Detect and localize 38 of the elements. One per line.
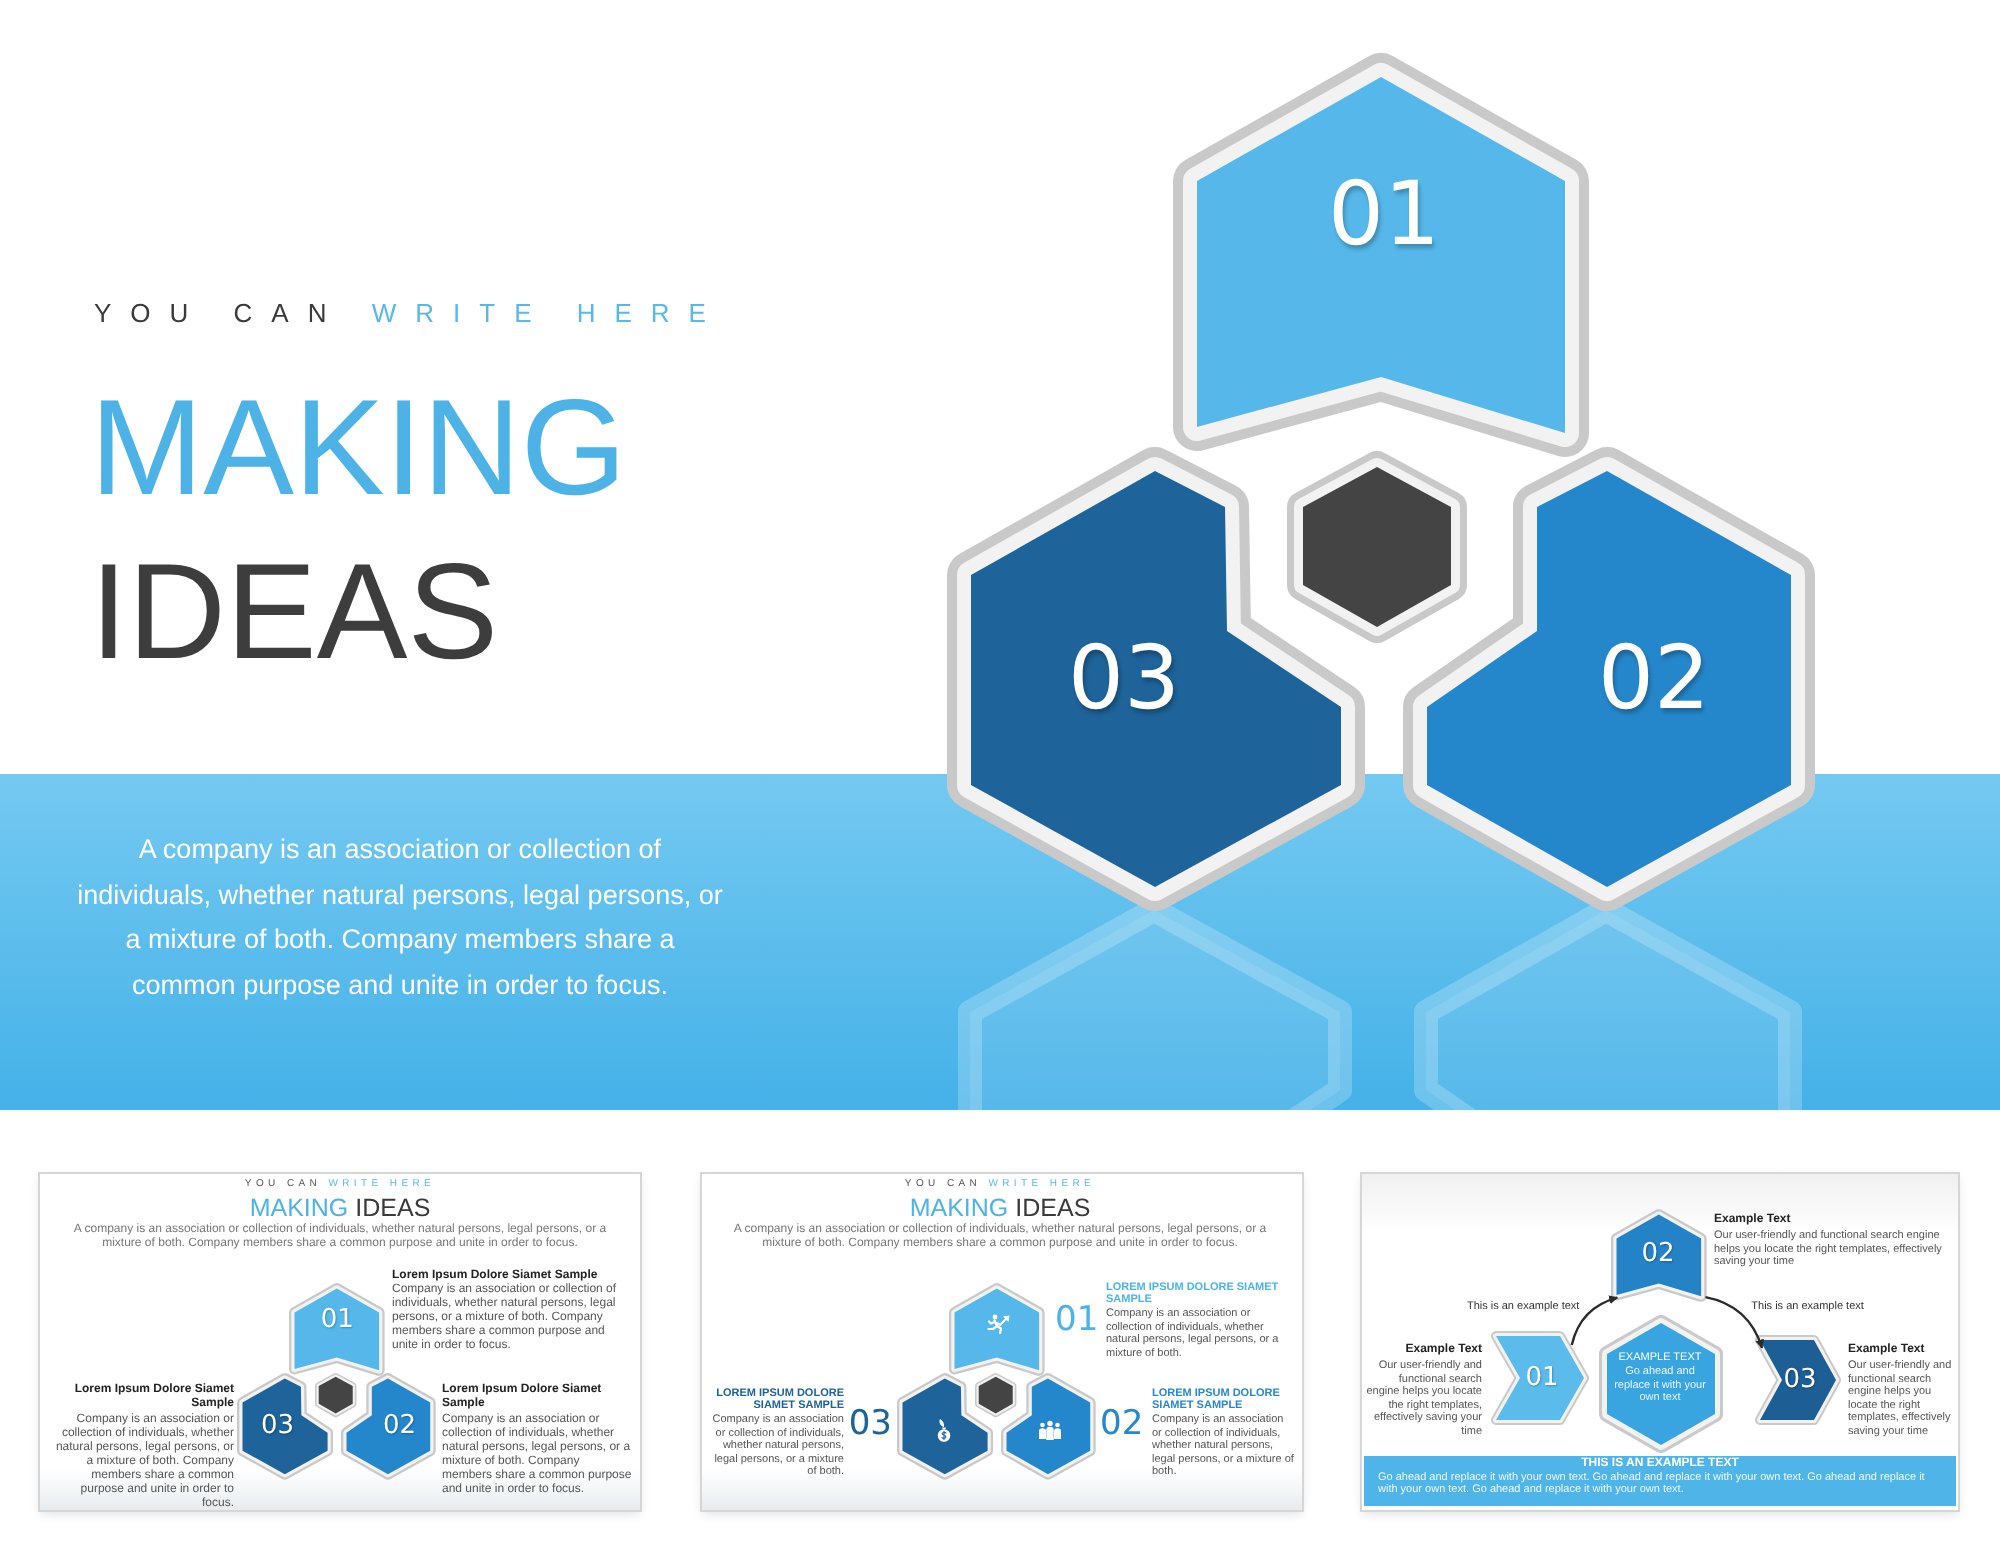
step-number: 01 <box>320 1307 354 1334</box>
step-number: 01 <box>1328 172 1440 260</box>
slide-title: MAKING IDEAS <box>909 1193 1091 1221</box>
info-band <box>1364 1456 1956 1506</box>
hexagon-tile <box>1401 445 1815 911</box>
hexagon-tile <box>1597 1313 1723 1453</box>
hexagon-tile <box>340 1372 438 1481</box>
center-hexagon <box>1285 449 1467 643</box>
chevron-tile <box>1490 1330 1590 1426</box>
curved-arrow <box>1705 1296 1764 1349</box>
step-number: 03 <box>261 1413 295 1440</box>
slide-title: MAKING IDEAS <box>249 1193 431 1221</box>
step-number: 02 <box>1598 636 1710 724</box>
step-number: 03 <box>848 1408 892 1442</box>
chevron-tile <box>1754 1334 1842 1426</box>
slide-title: MAKING IDEAS <box>90 369 627 691</box>
tagline: YOU CAN WRITE HERE <box>94 300 725 330</box>
slide-thumbnail <box>40 1174 640 1510</box>
info-band <box>0 774 2000 1110</box>
center-hexagon <box>973 1372 1018 1420</box>
step-number: 03 <box>1783 1367 1817 1393</box>
step-number: 02 <box>1641 1241 1675 1267</box>
hexagon-tile <box>1000 1372 1098 1481</box>
step-number: 01 <box>1525 1365 1559 1391</box>
step-number: 02 <box>1100 1408 1144 1442</box>
slide-thumbnail <box>702 1174 1302 1510</box>
slide-thumbnail <box>1362 1174 1958 1510</box>
hexagon-tile <box>895 1372 994 1481</box>
step-number: 03 <box>1068 636 1180 724</box>
step-number: 01 <box>1055 1304 1099 1338</box>
center-hexagon <box>313 1372 358 1420</box>
hexagon-tile <box>1171 51 1589 457</box>
description-text: A company is an association or collection of individuals, whether natural persons, legal persons, or a mixture of both. Company members share a common purpose and unite in order to focus. <box>75 832 725 1005</box>
hexagon-tile <box>947 1281 1046 1377</box>
hexagon-tile <box>1609 1207 1708 1303</box>
step-number: 02 <box>382 1413 416 1440</box>
curved-arrow <box>1570 1295 1619 1346</box>
hexagon-tile <box>287 1281 386 1377</box>
